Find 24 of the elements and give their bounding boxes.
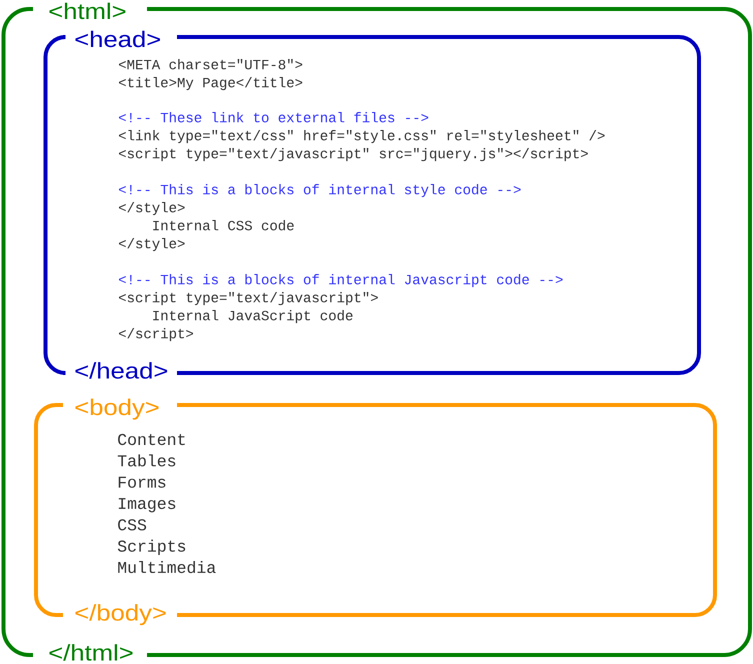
code-line: Internal JavaScript code — [153, 310, 352, 324]
code-line: Forms — [118, 476, 166, 488]
code-line: <script type="text/javascript"> — [119, 292, 378, 306]
code-line: Tables — [118, 454, 176, 466]
node-label: <body> — [75, 398, 159, 420]
code-line: </style> — [119, 202, 185, 216]
code-line: Scripts — [118, 540, 186, 556]
node-label: </head> — [75, 362, 168, 379]
node-label: </body> — [75, 604, 166, 626]
code-line: </script> — [119, 328, 193, 342]
code-line: Internal CSS code — [153, 220, 294, 230]
code-line: </style> — [119, 238, 185, 252]
code-line: <META charset="UTF-8"> — [119, 59, 302, 70]
code-line: <script type="text/javascript" src="jquery.js"></script> — [119, 148, 588, 162]
code-line: <link type="text/css" href="style.css" rel="stylesheet" /> — [119, 130, 605, 144]
code-line: Images — [118, 498, 176, 512]
code-line: CSS — [118, 519, 146, 530]
code-line: <title>My Page</title> — [119, 77, 302, 90]
code-comment: <!-- These link to external files --> — [119, 112, 428, 122]
code-line: Multimedia — [118, 560, 216, 574]
code-comment: <!-- This is a blocks of internal style code --> — [119, 184, 521, 198]
node-label: <head> — [75, 30, 160, 48]
code-comment: <!-- This is a blocks of internal Javascript code --> — [119, 274, 563, 288]
code-line: Content — [118, 434, 185, 446]
